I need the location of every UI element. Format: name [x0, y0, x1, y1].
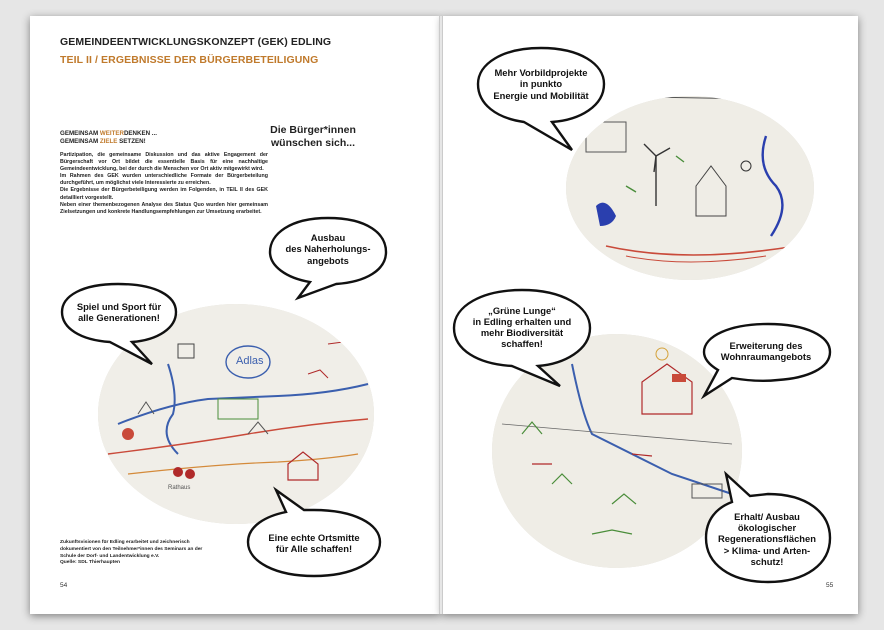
bubble-vorbildprojekte: Mehr Vorbildprojekte in punkto Energie u… [476, 46, 606, 152]
book-spine [439, 16, 443, 614]
page-number-right: 55 [826, 582, 834, 589]
intro-text: Partizipation, die gemeinsame Diskussion… [60, 152, 268, 216]
header-title: GEMEINDEENTWICKLUNGSKONZEPT (GEK) EDLING [60, 36, 332, 48]
wish-heading: Die Bürger*innen wünschen sich... [270, 124, 356, 149]
intro-paragraph: Die Ergebnisse der Bürgerbeteiligung wer… [60, 187, 268, 201]
drawing-label-rathaus: Rathaus [168, 485, 190, 491]
photo-caption: Zukunftsvisionen für Edling erarbeitet u… [60, 540, 203, 566]
bubble-ortsmitte: Eine echte Ortsmitte für Alle schaffen! [246, 486, 382, 578]
bubble-wohnraum: Erweiterung des Wohnraumangebots [700, 322, 832, 400]
drawing-label-adlas: Adlas [236, 355, 264, 367]
bubble-spiel-sport: Spiel und Sport für alle Generationen! [60, 282, 178, 366]
page-number-left: 54 [60, 582, 68, 589]
citizen-drawing-photo-energy [566, 96, 814, 280]
header-subtitle: TEIL II / ERGEBNISSE DER BÜRGERBETEILIGU… [60, 54, 319, 66]
bubble-regeneration: Erhalt/ Ausbau ökologischer Regeneration… [702, 470, 832, 584]
intro-paragraph: Neben einer themenbezogenen Analyse des … [60, 201, 268, 215]
bubble-gruene-lunge: „Grüne Lunge“ in Edling erhalten und meh… [452, 288, 592, 388]
intro-paragraph: Im Rahmen des GEK wurden unterschiedlich… [60, 173, 268, 187]
section-title: GEMEINSAM WEITERDENKEN ... GEMEINSAM ZIE… [60, 130, 157, 145]
intro-paragraph: Partizipation, die gemeinsame Diskussion… [60, 152, 268, 173]
bubble-naherholung: Ausbau des Naherholungs- angebots [268, 214, 388, 301]
